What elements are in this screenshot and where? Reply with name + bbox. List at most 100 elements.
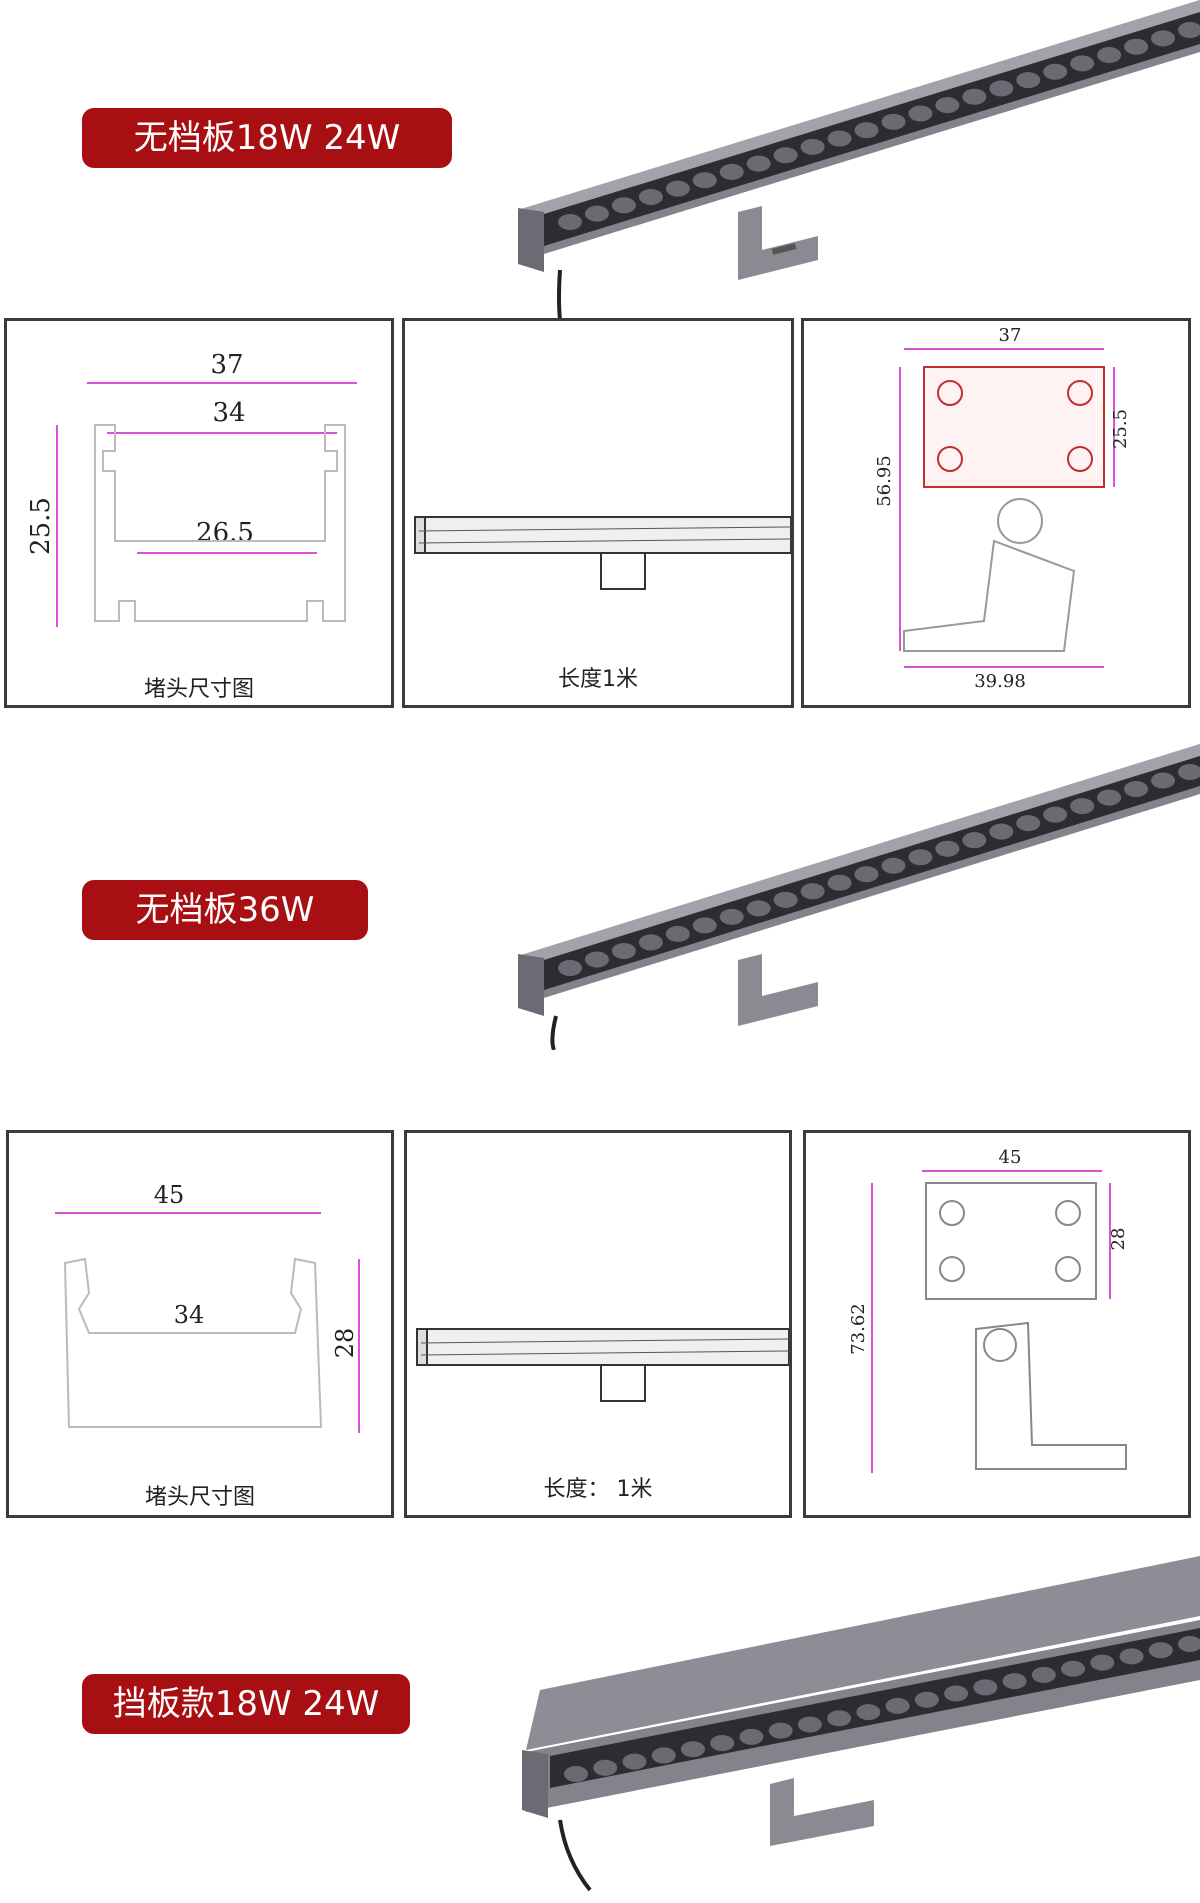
led-lens [1043, 806, 1068, 823]
section-36w: 无档板36W 45 34 28 堵头尺寸图 [0, 720, 1200, 1520]
bracket-width: 45 [999, 1147, 1022, 1168]
led-lens [1016, 72, 1041, 89]
dim-top: 45 [154, 1181, 185, 1209]
led-lens [914, 1691, 939, 1708]
dim-top: 37 [210, 350, 243, 380]
led-lens [827, 1710, 852, 1727]
led-lens [692, 172, 717, 189]
led-lens [773, 891, 798, 908]
mount-bracket [770, 1778, 874, 1846]
bracket-width: 37 [999, 325, 1022, 346]
led-lens [719, 908, 744, 925]
led-lens [827, 874, 852, 891]
led-lens [935, 97, 960, 114]
led-lens [622, 1753, 647, 1770]
led-lens [1178, 764, 1200, 780]
led-lens [564, 1766, 588, 1782]
led-lens [1070, 55, 1095, 72]
product-image [518, 0, 1200, 320]
led-lens [908, 849, 933, 866]
led-lens [827, 130, 852, 147]
led-lens [989, 80, 1014, 97]
led-lens [719, 163, 744, 180]
led-lens [1178, 1636, 1200, 1652]
led-lens [665, 180, 690, 197]
led-lens [1151, 772, 1176, 789]
bracket-total-height: 56.95 [874, 455, 895, 507]
led-lens [1119, 1648, 1144, 1665]
product-badge: 无档板36W [82, 880, 368, 940]
dim-bottom: 26.5 [196, 518, 254, 548]
led-lens [638, 934, 663, 951]
length-panel: 长度1米 [402, 318, 794, 708]
profile-dimension-panel: 37 34 26.5 25.5 堵头尺寸图 [4, 318, 394, 708]
led-lens [638, 188, 663, 205]
product-image [522, 1556, 1200, 1892]
dim-inner: 34 [174, 1301, 205, 1329]
led-lens [710, 1735, 735, 1752]
led-lens [881, 857, 906, 874]
led-lens [944, 1685, 969, 1702]
product-image [518, 744, 1200, 1050]
lens-row [558, 764, 1200, 976]
profile-caption: 堵头尺寸图 [143, 677, 254, 702]
led-lens [881, 113, 906, 130]
bracket-total-height: 73.62 [848, 1303, 869, 1355]
led-lens [800, 138, 825, 155]
led-lens [692, 917, 717, 934]
mount-bracket [738, 206, 818, 280]
led-lens [1124, 781, 1149, 798]
led-lens [773, 147, 798, 164]
led-lens [584, 951, 609, 968]
dim-height: 25.5 [26, 497, 56, 555]
led-lens [973, 1679, 998, 1696]
led-lens [584, 205, 609, 222]
bracket-body-height: 25.5 [1110, 409, 1131, 449]
led-lens [593, 1759, 618, 1776]
led-lens [1070, 798, 1095, 815]
led-lens [1097, 789, 1122, 806]
led-lens [935, 840, 960, 857]
led-lens [1043, 63, 1068, 80]
led-lens [1178, 22, 1200, 38]
led-lens [1124, 38, 1149, 55]
led-lens [797, 1716, 822, 1733]
led-lens [1061, 1660, 1086, 1677]
length-caption: 长度1米 [558, 667, 638, 692]
led-lens [651, 1747, 676, 1764]
bracket-dimension-panel: 37 25.5 56.95 39.98 [801, 318, 1191, 708]
led-lens [908, 105, 933, 122]
dim-inner: 34 [212, 398, 245, 428]
led-lens [611, 197, 636, 214]
led-lens [611, 942, 636, 959]
length-panel: 长度： 1米 [404, 1130, 792, 1518]
led-lens [1148, 1642, 1173, 1659]
led-lens [768, 1722, 793, 1739]
led-bar [522, 1556, 1200, 1818]
led-lens [854, 866, 879, 883]
led-lens [1016, 815, 1041, 832]
led-lens [680, 1741, 705, 1758]
product-badge: 无档板18W 24W [82, 108, 452, 168]
bracket-bottom: 39.98 [974, 671, 1026, 692]
section-18w-24w: 无档板18W 24W 37 34 26.5 25.5 堵头尺寸图 [0, 0, 1200, 720]
led-lens [1090, 1654, 1115, 1671]
led-lens [739, 1728, 764, 1745]
led-lens [962, 88, 987, 105]
lens-row [558, 22, 1200, 230]
led-lens [856, 1704, 881, 1721]
profile-dimension-panel: 45 34 28 堵头尺寸图 [6, 1130, 394, 1518]
led-lens [558, 960, 582, 976]
led-lens [1097, 47, 1122, 64]
led-lens [665, 925, 690, 942]
led-lens [1031, 1666, 1056, 1683]
led-lens [989, 823, 1014, 840]
product-badge: 挡板款18W 24W [82, 1674, 410, 1734]
dim-height: 28 [331, 1328, 359, 1359]
bracket-dimension-panel: 45 28 73.62 [803, 1130, 1191, 1518]
lens-row [564, 1636, 1200, 1782]
led-lens [1151, 30, 1176, 47]
mount-bracket [738, 954, 818, 1026]
led-lens [854, 122, 879, 139]
profile-caption: 堵头尺寸图 [144, 1485, 255, 1510]
